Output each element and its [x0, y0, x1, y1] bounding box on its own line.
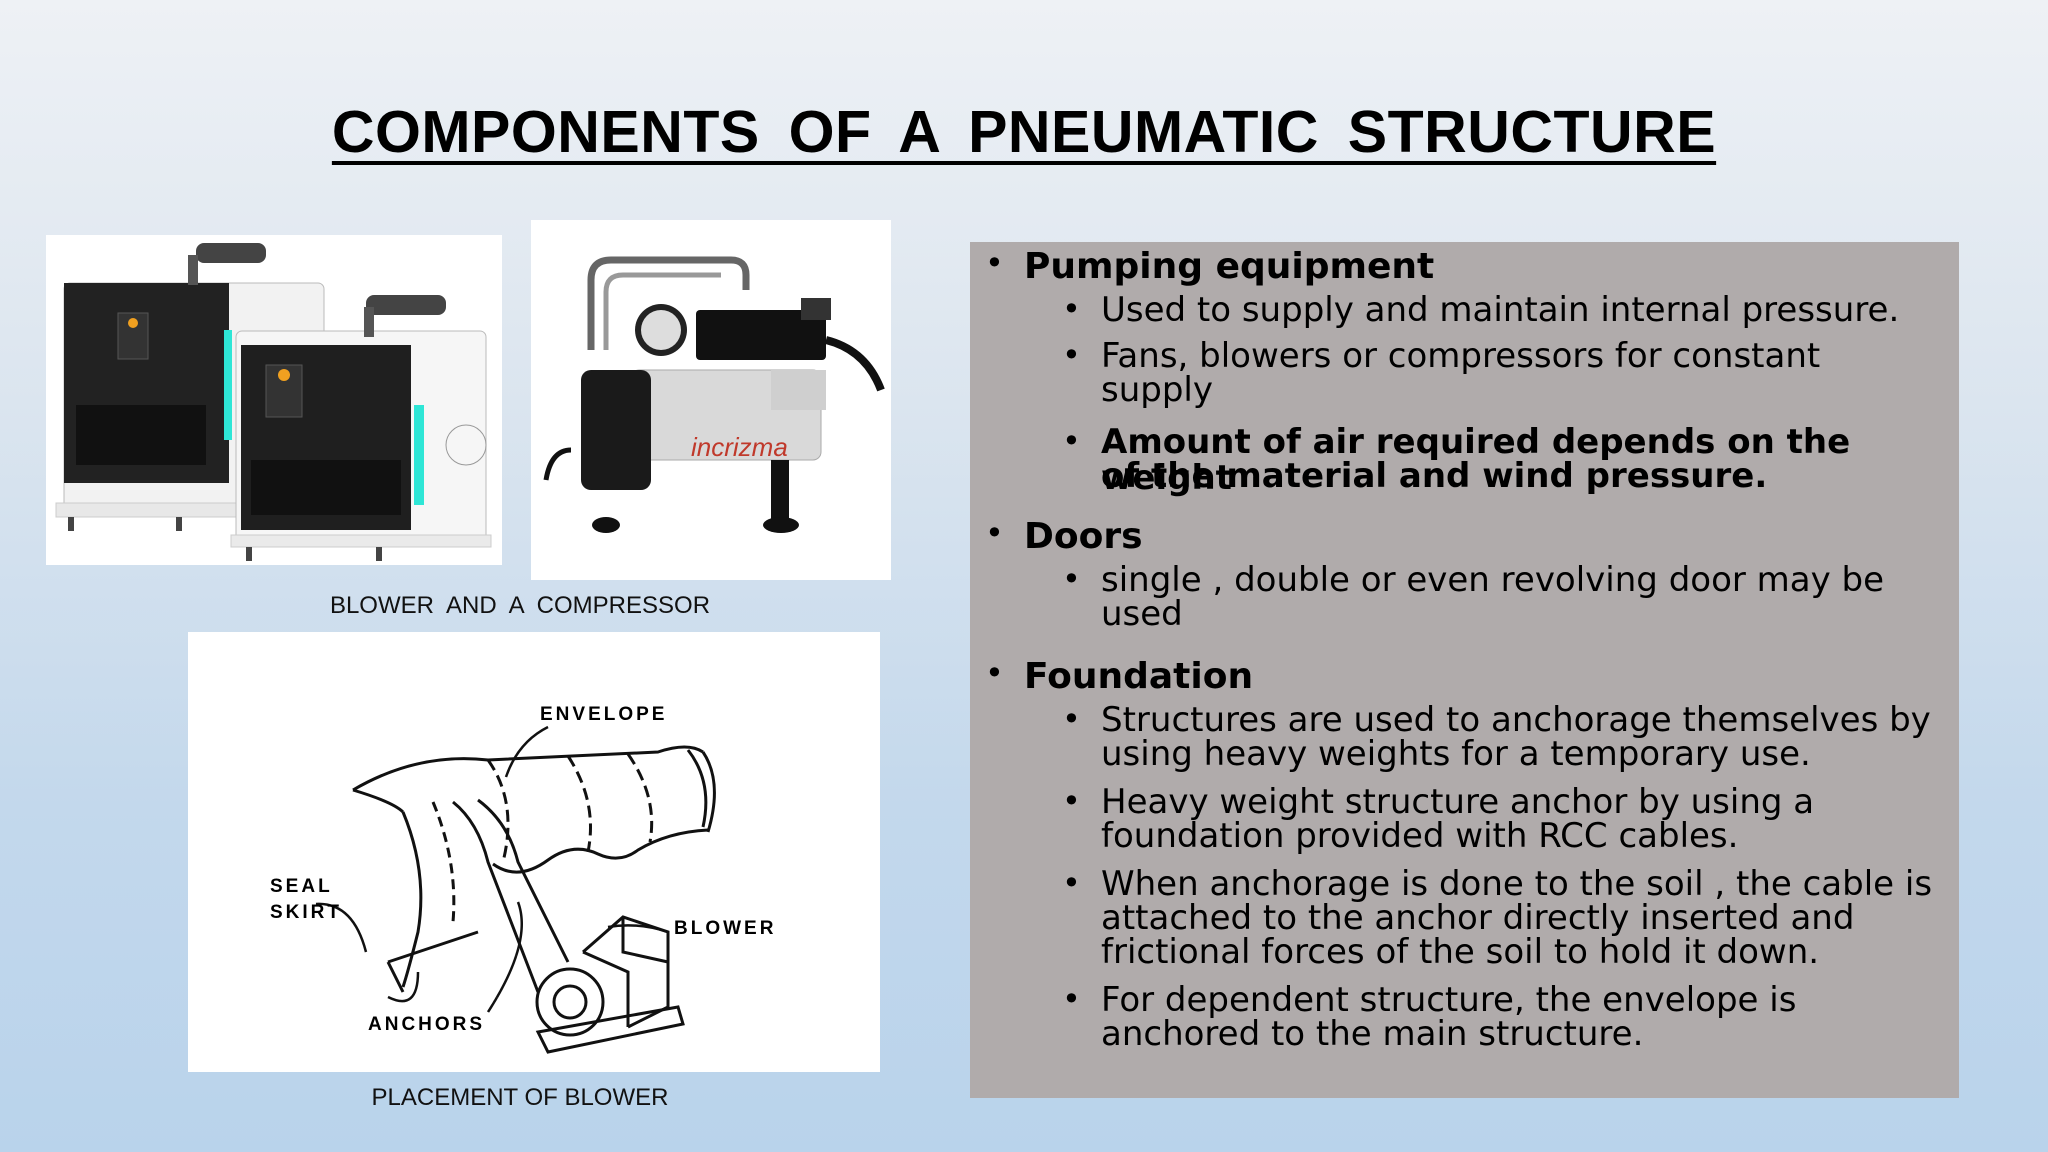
bullet-icon: •: [1062, 336, 1081, 374]
section-heading-doors: Doors: [1024, 516, 1143, 557]
caption-blower-compressor: BLOWER AND A COMPRESSOR: [329, 592, 711, 619]
bullet-icon: •: [1062, 864, 1081, 902]
pumping-item-2-line2: supply: [1101, 370, 1213, 410]
foundation-item-4-line2: anchored to the main structure.: [1101, 1014, 1644, 1054]
envelope-label: ENVELOPE: [540, 704, 667, 725]
blower-machines-icon: [46, 235, 502, 565]
foundation-item-1-line1: Structures are used to anchorage themsel…: [1101, 700, 1931, 740]
blower-label: BLOWER: [674, 918, 776, 939]
foundation-item-3-line2: attached to the anchor directly inserted…: [1101, 898, 1855, 938]
content-textbox: • Pumping equipment • Used to supply and…: [970, 242, 1959, 1098]
blower-photo: [46, 235, 502, 565]
brand-logo-text: incrizma: [691, 432, 788, 462]
seal-label: SEAL: [270, 876, 333, 897]
skirt-label: SKIRT: [270, 902, 342, 923]
bullet-icon: •: [1062, 700, 1081, 738]
foundation-item-2-line1: Heavy weight structure anchor by using a: [1101, 782, 1815, 822]
bullet-icon: •: [985, 244, 1004, 282]
pumping-item-3-line1: Amount of air required depends on the we…: [1101, 422, 1851, 498]
slide-title: COMPONENTS OF A PNEUMATIC STRUCTURE: [331, 99, 1717, 165]
bullet-icon: •: [985, 654, 1004, 692]
foundation-item-4-line1: For dependent structure, the envelope is: [1101, 980, 1797, 1020]
section-heading-foundation: Foundation: [1024, 656, 1254, 697]
bullet-icon: •: [1062, 290, 1081, 328]
section-heading-pumping: Pumping equipment: [1024, 246, 1435, 287]
compressor-photo: incrizma: [531, 220, 891, 580]
pumping-item-1: Used to supply and maintain internal pre…: [1101, 290, 1900, 330]
pumping-item-3-line2: of the material and wind pressure.: [1101, 456, 1768, 496]
pumping-item-2-line1: Fans, blowers or compressors for constan…: [1101, 336, 1821, 376]
caption-placement-of-blower: PLACEMENT OF BLOWER: [371, 1084, 669, 1111]
bullet-icon: •: [985, 514, 1004, 552]
bullet-icon: •: [1062, 782, 1081, 820]
bullet-icon: •: [1062, 560, 1081, 598]
anchors-label: ANCHORS: [368, 1014, 485, 1035]
bullet-icon: •: [1062, 980, 1081, 1018]
foundation-item-2-line2: foundation provided with RCC cables.: [1101, 816, 1739, 856]
foundation-item-3-line1: When anchorage is done to the soil , the…: [1101, 864, 1933, 904]
pneumatic-structure-diagram-icon: ENVELOPE SEAL SKIRT BLOWER ANCHORS: [188, 632, 880, 1072]
foundation-item-1-line2: using heavy weights for a temporary use.: [1101, 734, 1811, 774]
air-compressor-icon: incrizma: [531, 220, 891, 580]
foundation-item-3-line3: frictional forces of the soil to hold it…: [1101, 932, 1820, 972]
bullet-icon: •: [1062, 422, 1081, 460]
doors-item-1-line1: single , double or even revolving door m…: [1101, 560, 1885, 600]
blower-placement-diagram: ENVELOPE SEAL SKIRT BLOWER ANCHORS: [188, 632, 880, 1072]
doors-item-1-line2: used: [1101, 594, 1183, 634]
